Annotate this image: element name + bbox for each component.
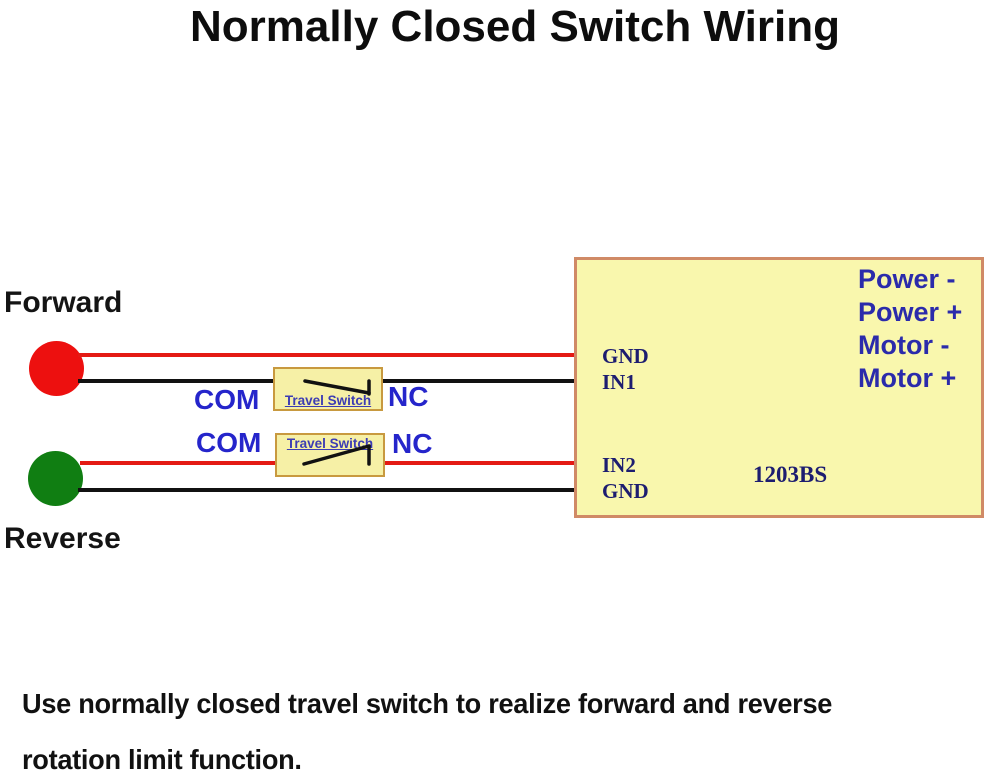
forward-in1-wire-left bbox=[78, 379, 305, 383]
switch1-name: Travel Switch bbox=[284, 393, 372, 408]
switch1-com-label: COM bbox=[194, 384, 260, 415]
terminal-list: Power - Power + Motor - Motor + bbox=[858, 263, 962, 395]
caption-line2: rotation limit function. bbox=[22, 744, 302, 775]
terminal-motor-minus: Motor - bbox=[858, 330, 950, 360]
controller-board bbox=[574, 257, 984, 518]
controller-model: 1203BS bbox=[753, 462, 828, 487]
terminal-motor-plus: Motor + bbox=[858, 363, 957, 393]
page-title: Normally Closed Switch Wiring bbox=[190, 2, 840, 51]
forward-gnd-wire bbox=[78, 353, 592, 357]
pin-gnd-top: GND bbox=[602, 344, 649, 368]
switch2-box: Travel Switch bbox=[275, 433, 385, 477]
forward-terminal-dot-icon bbox=[29, 341, 84, 396]
forward-label: Forward bbox=[4, 286, 123, 319]
pin-in2: IN2 bbox=[602, 453, 636, 477]
terminal-power-plus: Power + bbox=[858, 297, 963, 327]
switch1-nc-label: NC bbox=[388, 381, 429, 412]
switch2-nc-label: NC bbox=[392, 428, 433, 459]
switch2-com-label: COM bbox=[196, 427, 262, 458]
reverse-in2-wire-left bbox=[80, 461, 304, 465]
pin-gnd-bottom: GND bbox=[602, 479, 649, 503]
switch2-name: Travel Switch bbox=[286, 436, 374, 451]
reverse-in2-wire-right bbox=[367, 461, 592, 465]
terminal-power-minus: Power - bbox=[858, 264, 956, 294]
reverse-gnd-wire bbox=[78, 488, 592, 492]
caption-line1: Use normally closed travel switch to rea… bbox=[22, 688, 833, 719]
reverse-label: Reverse bbox=[4, 522, 121, 555]
reverse-terminal-dot-icon bbox=[28, 451, 83, 506]
pin-in1: IN1 bbox=[602, 370, 636, 394]
forward-in1-wire-right bbox=[367, 379, 592, 383]
switch1-box: Travel Switch bbox=[273, 367, 383, 411]
